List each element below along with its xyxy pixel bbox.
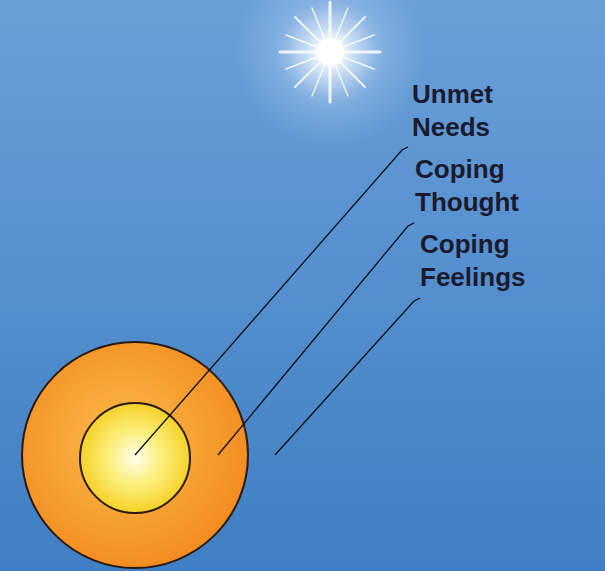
inner-circle [80,403,190,513]
leader-line [218,223,414,455]
leader-lines [135,147,420,455]
callout-label: Unmet Needs [412,78,493,144]
sun [235,0,425,147]
leader-line [275,298,420,455]
callout-label: Coping Feelings [420,228,525,294]
leader-line [135,147,408,455]
callout-label: Coping Thought [415,153,519,219]
